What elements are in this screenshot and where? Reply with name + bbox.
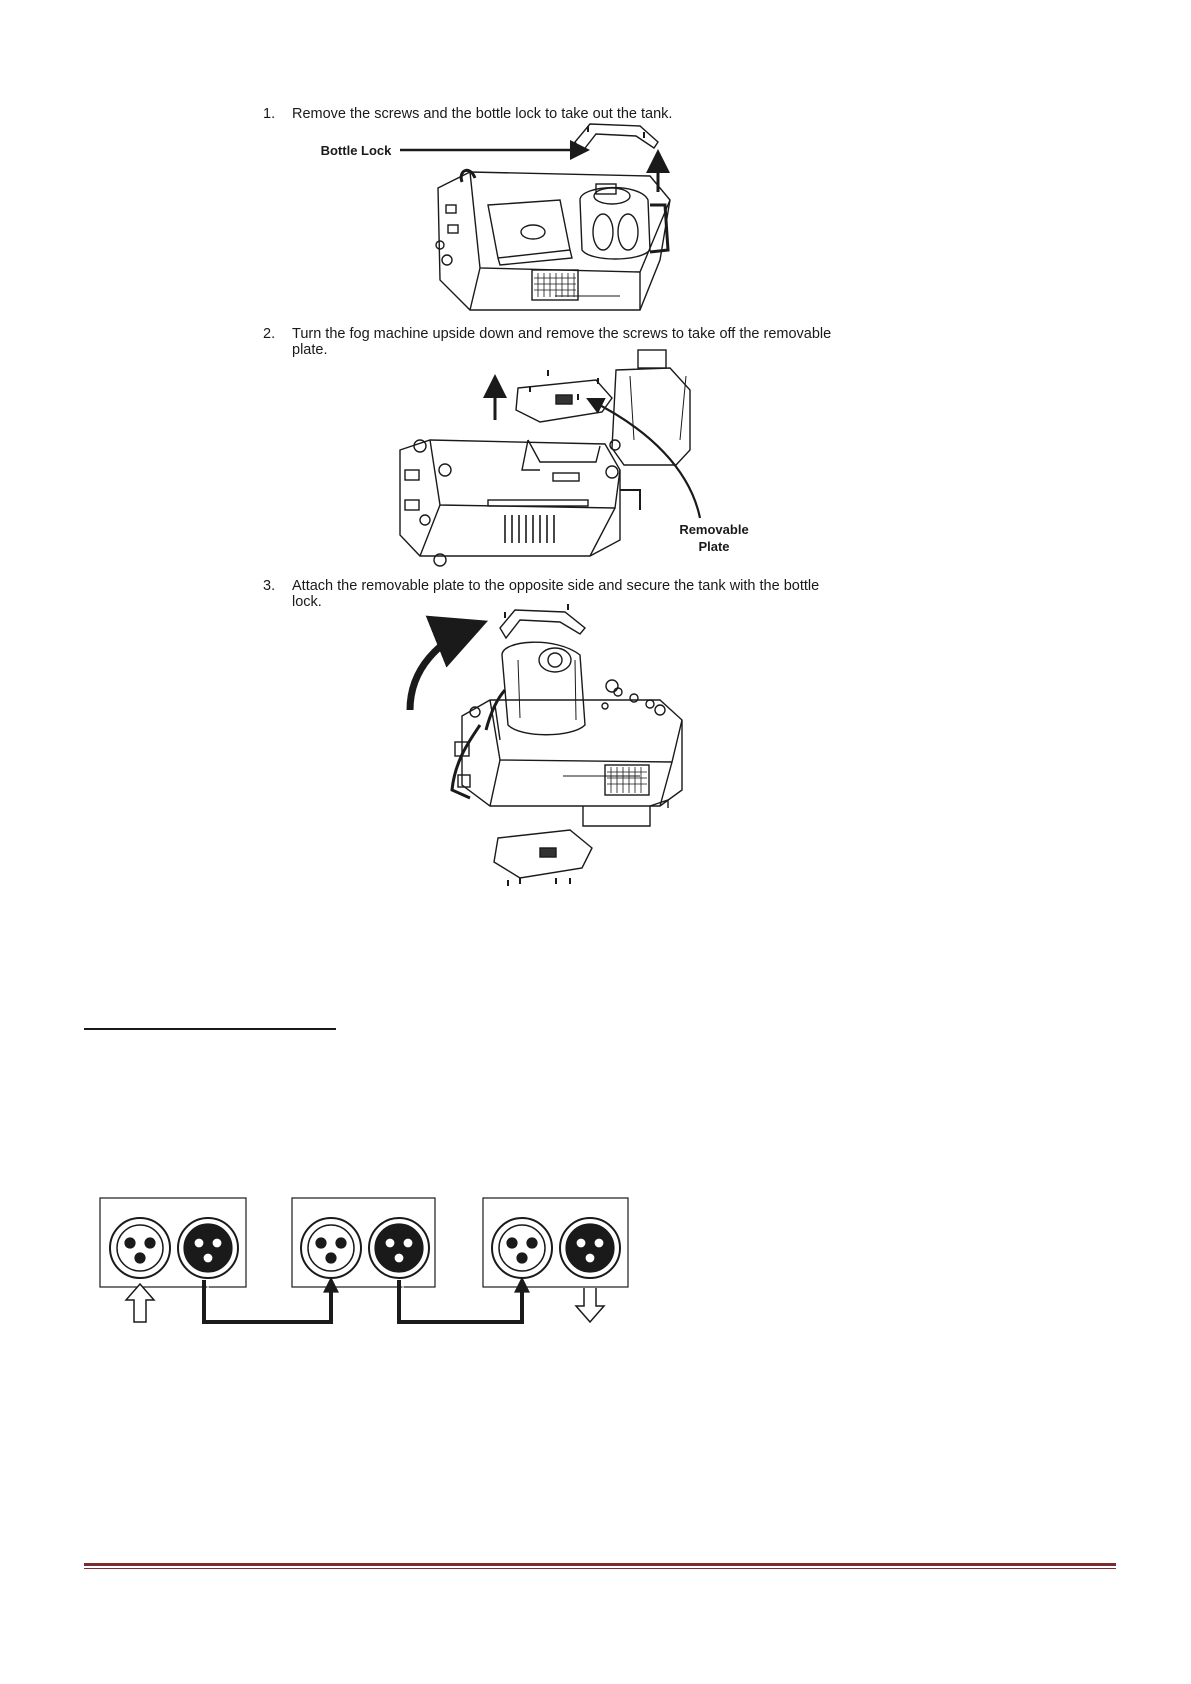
dmx-chain-diagram: [100, 1198, 628, 1322]
dmx-cable-1: [204, 1280, 331, 1322]
footer-rule-thin: [84, 1568, 1116, 1569]
figure-3-reattach: [410, 604, 682, 886]
figure-2-upside-down: [400, 350, 700, 566]
removable-plate-pointer-arrow: [590, 400, 700, 518]
rotate-arrow: [410, 626, 475, 710]
xlr-male-input-icon: [301, 1218, 361, 1278]
figure-1-fog-machine: [400, 124, 670, 310]
signal-in-arrow-icon: [126, 1284, 154, 1322]
xlr-male-input-icon: [492, 1218, 552, 1278]
section-heading-underline: [84, 1028, 336, 1030]
dmx-cable-2: [399, 1280, 522, 1322]
xlr-male-input-icon: [110, 1218, 170, 1278]
footer-rule: [84, 1563, 1116, 1566]
signal-out-arrow-icon: [576, 1288, 604, 1322]
